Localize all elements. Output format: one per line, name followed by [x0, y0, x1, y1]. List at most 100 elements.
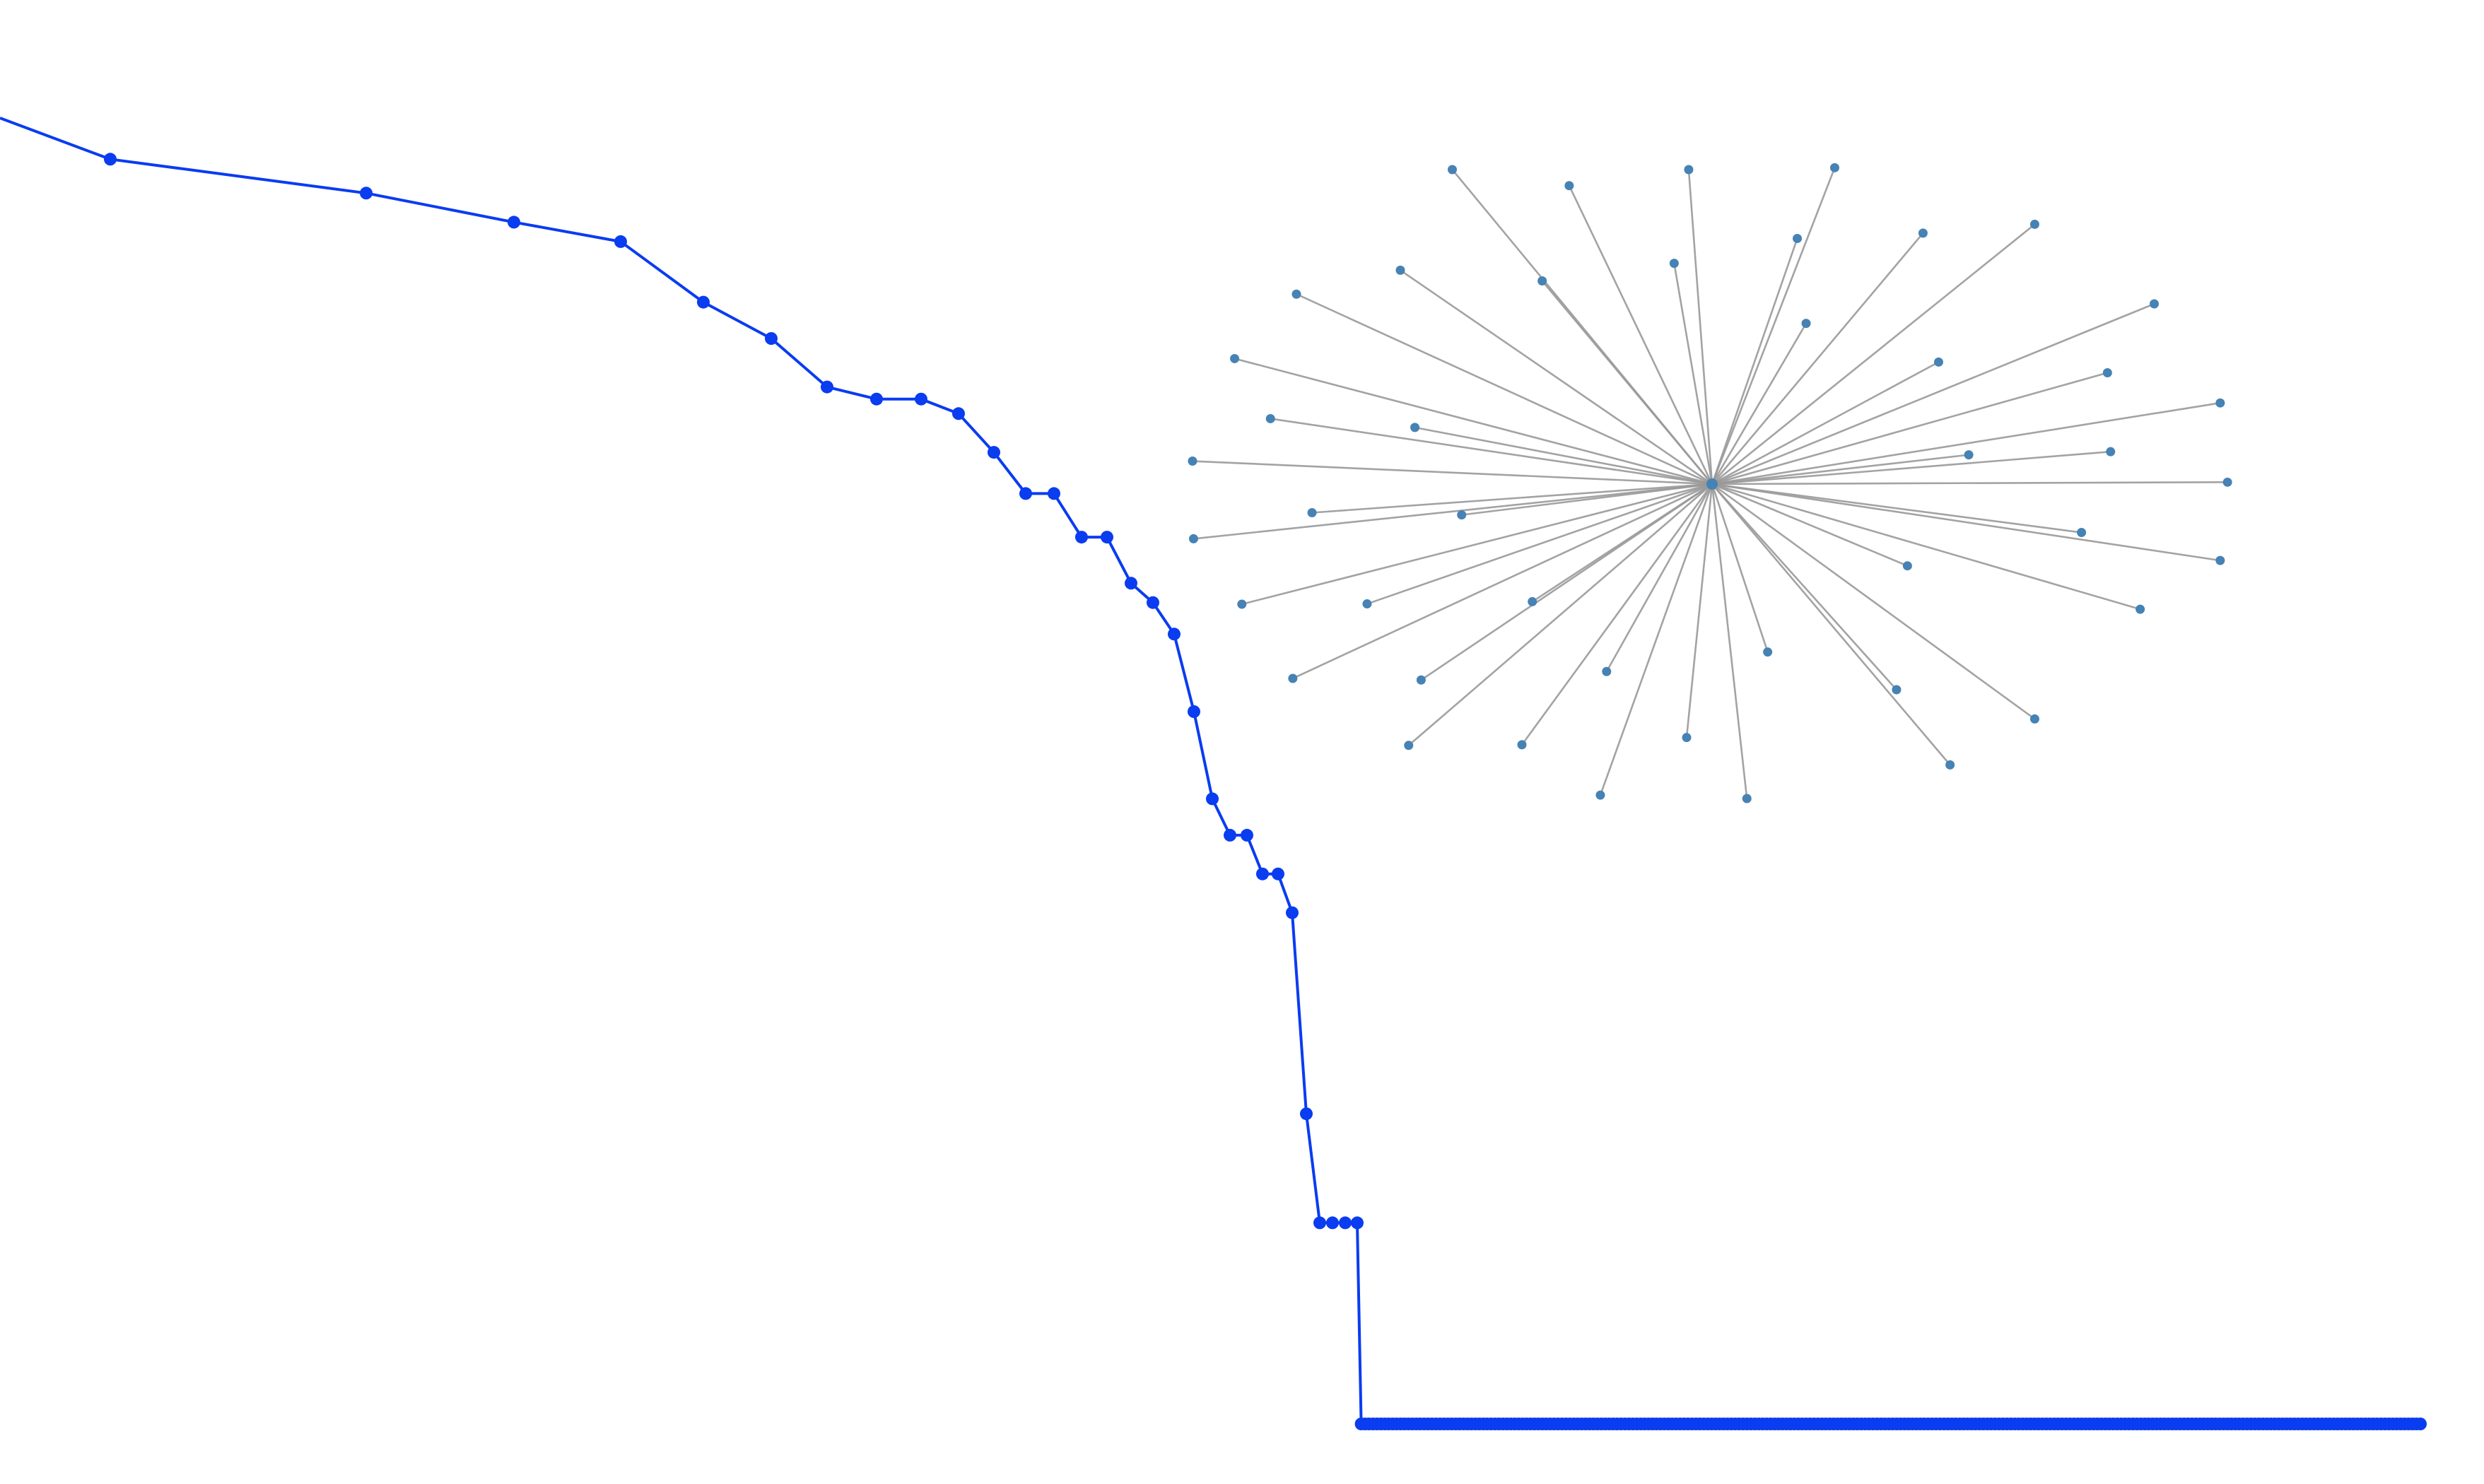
- network-node: [1564, 181, 1574, 191]
- network-edge: [1407, 483, 1713, 746]
- network-edge: [1193, 483, 1713, 540]
- line-point: [1101, 531, 1113, 544]
- network-node: [1933, 357, 1943, 367]
- line-points: [104, 153, 2427, 1430]
- line-point: [2414, 1418, 2427, 1430]
- network-nodes: [1188, 163, 2232, 803]
- network-node: [2215, 398, 2225, 408]
- line-point: [1351, 1216, 1364, 1230]
- line-point: [821, 380, 833, 394]
- network-edge: [1292, 483, 1713, 680]
- network-edge: [1270, 418, 1713, 485]
- network-edge: [1685, 483, 1713, 738]
- network-node: [1595, 790, 1605, 800]
- network-edge: [1531, 483, 1713, 603]
- network-node: [2149, 299, 2159, 309]
- network-edge: [1711, 454, 1969, 485]
- network-edge: [1711, 372, 2108, 485]
- network-edge: [1192, 460, 1713, 485]
- network-node: [1918, 228, 1928, 238]
- network-edge: [1296, 293, 1713, 485]
- network-node: [1188, 534, 1198, 543]
- line-point: [870, 392, 883, 406]
- line-point: [1075, 531, 1088, 544]
- line-point: [1147, 596, 1159, 609]
- network-edge: [1414, 426, 1713, 485]
- network-node: [1829, 163, 1839, 172]
- network-node: [1945, 760, 1955, 770]
- network-node: [1682, 733, 1692, 743]
- network-node: [1684, 165, 1694, 175]
- network-node: [1537, 276, 1547, 286]
- network-edge: [1711, 483, 1908, 567]
- line-point: [1241, 828, 1253, 842]
- network-node: [1528, 596, 1537, 606]
- network-edge: [1241, 483, 1713, 606]
- network-node: [1793, 233, 1803, 243]
- network-edge: [1711, 401, 2221, 485]
- network-node: [1892, 685, 1902, 695]
- network-node: [2222, 477, 2232, 487]
- network-node: [1763, 647, 1773, 657]
- network-node: [1404, 741, 1414, 750]
- network-node: [2029, 714, 2039, 724]
- network-edge: [1711, 483, 2082, 534]
- network-node: [1902, 561, 1912, 571]
- network-node: [1416, 675, 1426, 685]
- network-edge: [1541, 280, 1713, 485]
- network-edge: [1366, 483, 1713, 605]
- network-node: [1457, 510, 1467, 520]
- line-point: [104, 153, 117, 166]
- network-edge: [1311, 483, 1713, 514]
- line-point: [1313, 1216, 1326, 1230]
- network-edge: [1711, 483, 2141, 611]
- line-point: [697, 295, 710, 309]
- network-edge: [1711, 238, 1798, 485]
- network-node: [1964, 450, 1974, 460]
- network-node: [1362, 599, 1372, 609]
- network-edge: [1400, 269, 1713, 485]
- line-point: [360, 187, 373, 200]
- network-edge: [1711, 361, 1940, 485]
- network-node: [1395, 265, 1405, 275]
- line-point: [1286, 906, 1299, 919]
- network-node: [1410, 423, 1420, 432]
- line-point: [988, 446, 1000, 459]
- line-point: [952, 407, 965, 420]
- network-edge: [1521, 483, 1713, 746]
- line-point: [1188, 705, 1200, 718]
- network-edge: [1599, 483, 1713, 796]
- network-edge: [1711, 483, 2036, 720]
- line-point: [1326, 1216, 1339, 1230]
- network-edge: [1711, 232, 1924, 485]
- line-point: [1272, 867, 1284, 881]
- line-point: [765, 332, 778, 345]
- network-edge: [1711, 483, 2221, 562]
- network-edge: [1461, 483, 1713, 516]
- network-hub-node: [1706, 478, 1718, 490]
- line-point: [614, 235, 627, 248]
- network-node: [2106, 447, 2116, 457]
- network-edge: [1568, 185, 1713, 485]
- network-edge: [1711, 450, 2111, 485]
- network-node: [1448, 165, 1457, 175]
- network-edge: [1711, 483, 1897, 690]
- line-point: [1019, 487, 1032, 500]
- network-node: [2029, 219, 2039, 229]
- line-point: [1339, 1216, 1352, 1230]
- network-edge: [1711, 483, 1769, 653]
- network-node: [1517, 740, 1527, 750]
- line-point: [1206, 792, 1219, 806]
- line-series: [0, 117, 2420, 1425]
- line-point: [508, 216, 520, 229]
- network-edge: [1711, 481, 2228, 485]
- network-edge: [1711, 223, 2036, 485]
- network-node: [1801, 319, 1811, 329]
- line-point: [1125, 577, 1137, 590]
- network-node: [1307, 507, 1317, 517]
- line-chart: [0, 117, 2427, 1430]
- network-node: [2215, 555, 2225, 565]
- network-node: [1742, 794, 1752, 803]
- network-edge: [1687, 169, 1713, 485]
